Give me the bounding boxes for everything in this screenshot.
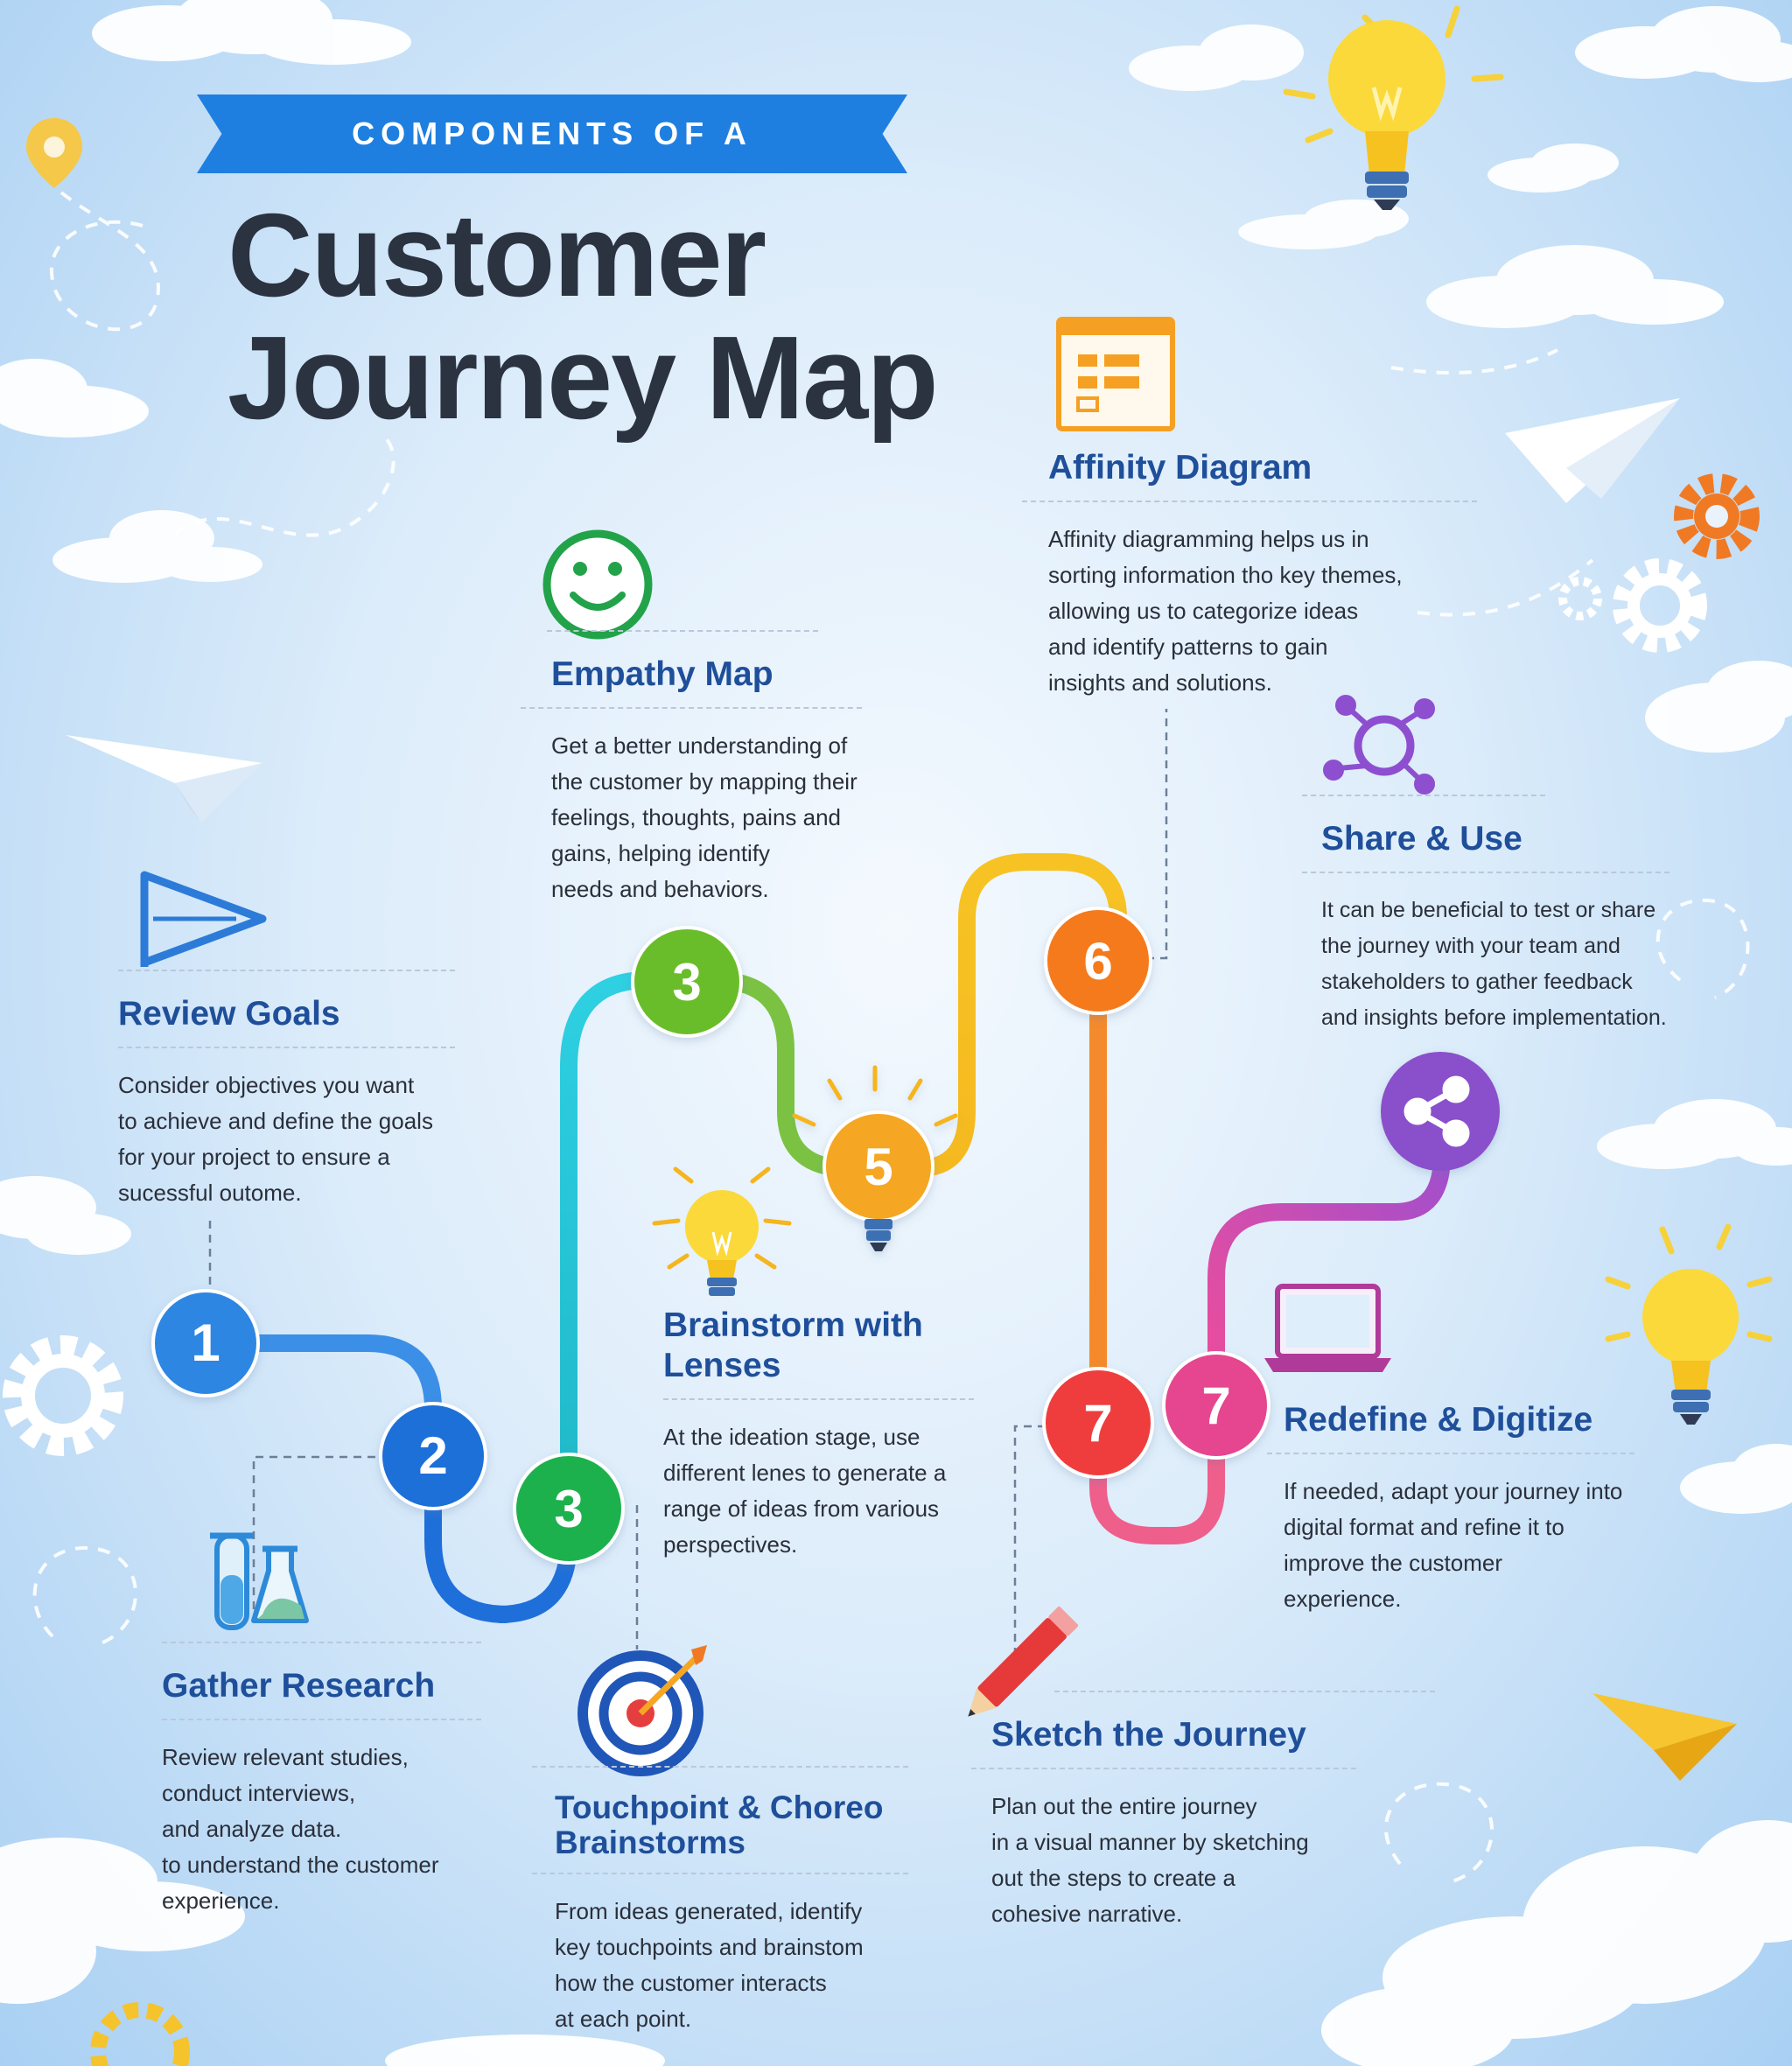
section-text: Consider objectives you want to achieve … (118, 1072, 433, 1206)
section-text: Affinity diagramming helps us in sorting… (1048, 526, 1403, 696)
paper-plane-icon (1592, 1693, 1737, 1781)
smiley-icon (542, 529, 653, 640)
pencil-icon (968, 1606, 1079, 1717)
divider (663, 1398, 974, 1400)
divider (547, 630, 818, 632)
title-banner: COMPONENTS OF A (197, 95, 907, 173)
dashed-swirl-decoration (32, 191, 1750, 1883)
step-number: 6 (1083, 932, 1112, 991)
step-node-3-green: 3 (513, 1453, 625, 1565)
section-title: Affinity Diagram (1048, 449, 1312, 487)
gear-icon (90, 2002, 190, 2066)
step-node-6: 6 (1044, 907, 1152, 1015)
banner-text: COMPONENTS OF A (352, 116, 752, 151)
network-icon (1323, 695, 1435, 795)
divider (162, 1642, 481, 1643)
divider (532, 1873, 908, 1874)
section-brainstorm: Brainstorm with Lenses At the ideation s… (663, 1302, 974, 1563)
step-number: 5 (864, 1138, 892, 1196)
section-title: Touchpoint & Choreo Brainstorms (555, 1789, 884, 1860)
title-line-2: Journey Map (228, 312, 939, 444)
step-node-5: 5 (792, 1065, 958, 1251)
paper-plane-icon (66, 735, 262, 823)
section-text: Review relevant studies, conduct intervi… (162, 1744, 439, 1914)
divider (118, 1047, 455, 1048)
target-icon (578, 1645, 707, 1776)
step-node-2: 2 (379, 1402, 487, 1510)
gear-icon (3, 1335, 123, 1456)
section-title: Brainstorm with Lenses (663, 1306, 923, 1384)
lightbulb-icon (1605, 1223, 1773, 1425)
section-title: Review Goals (118, 995, 340, 1033)
section-gather-research: Gather Research Review relevant studies,… (162, 1642, 481, 1919)
divider (532, 1766, 908, 1768)
section-share-use: Share & Use It can be beneficial to test… (1302, 795, 1670, 1036)
divider (971, 1768, 1356, 1769)
section-affinity-diagram: Affinity Diagram Affinity diagramming he… (1022, 445, 1477, 701)
step-number: 1 (191, 1313, 220, 1372)
section-text: Get a better understanding of the custom… (551, 732, 858, 902)
divider (162, 1719, 481, 1720)
step-node-7-pink: 7 (1162, 1351, 1270, 1460)
step-node-7-red: 7 (1042, 1367, 1154, 1479)
section-title: Sketch the Journey (991, 1716, 1306, 1754)
test-tubes-icon (210, 1532, 309, 1630)
section-sketch-journey: Sketch the Journey Plan out the entire j… (971, 1691, 1435, 1932)
step-number: 3 (672, 953, 701, 1012)
page-title: Customer Journey Map (228, 189, 939, 444)
divider (521, 707, 862, 709)
divider (1267, 1453, 1634, 1454)
divider (1302, 795, 1545, 796)
share-icon (1404, 1075, 1470, 1147)
step-node-1: 1 (151, 1289, 260, 1397)
divider (118, 970, 455, 971)
section-title: Gather Research (162, 1667, 436, 1705)
lightbulb-icon (652, 1166, 792, 1296)
step-number: 7 (1083, 1394, 1112, 1453)
section-review-goals: Review Goals Consider objectives you wan… (118, 970, 455, 1211)
step-number: 2 (418, 1426, 447, 1485)
step-node-3-lime: 3 (631, 926, 743, 1038)
share-node (1381, 1052, 1500, 1171)
section-text: If needed, adapt your journey into digit… (1284, 1478, 1623, 1612)
laptop-icon (1264, 1284, 1391, 1372)
gear-icon (1674, 473, 1760, 559)
step-number: 7 (1201, 1376, 1230, 1435)
step-number: 3 (554, 1480, 583, 1538)
gear-icon (1558, 558, 1707, 653)
lightbulb-icon (1283, 5, 1504, 210)
section-title: Redefine & Digitize (1284, 1401, 1593, 1439)
location-pin-icon (26, 118, 82, 188)
paper-plane-icon (1505, 398, 1680, 503)
divider (1054, 1691, 1435, 1692)
section-text: From ideas generated, identify key touch… (555, 1898, 864, 2032)
triangle-flag-icon (140, 871, 267, 967)
divider (1302, 872, 1670, 873)
title-line-1: Customer (228, 189, 766, 321)
section-touchpoint: Touchpoint & Choreo Brainstorms From ide… (532, 1766, 908, 2037)
connector-line (208, 709, 1168, 1671)
section-text: At the ideation stage, use different len… (663, 1424, 947, 1558)
affinity-board-icon (1056, 317, 1175, 431)
section-text: It can be beneficial to test or share th… (1321, 898, 1667, 1030)
section-redefine-digitize: Redefine & Digitize If needed, adapt you… (1267, 1397, 1634, 1617)
divider (1022, 501, 1477, 502)
section-empathy-map: Empathy Map Get a better understanding o… (521, 630, 862, 907)
section-title: Share & Use (1321, 820, 1522, 858)
section-title: Empathy Map (551, 655, 774, 693)
section-text: Plan out the entire journey in a visual … (991, 1793, 1309, 1927)
